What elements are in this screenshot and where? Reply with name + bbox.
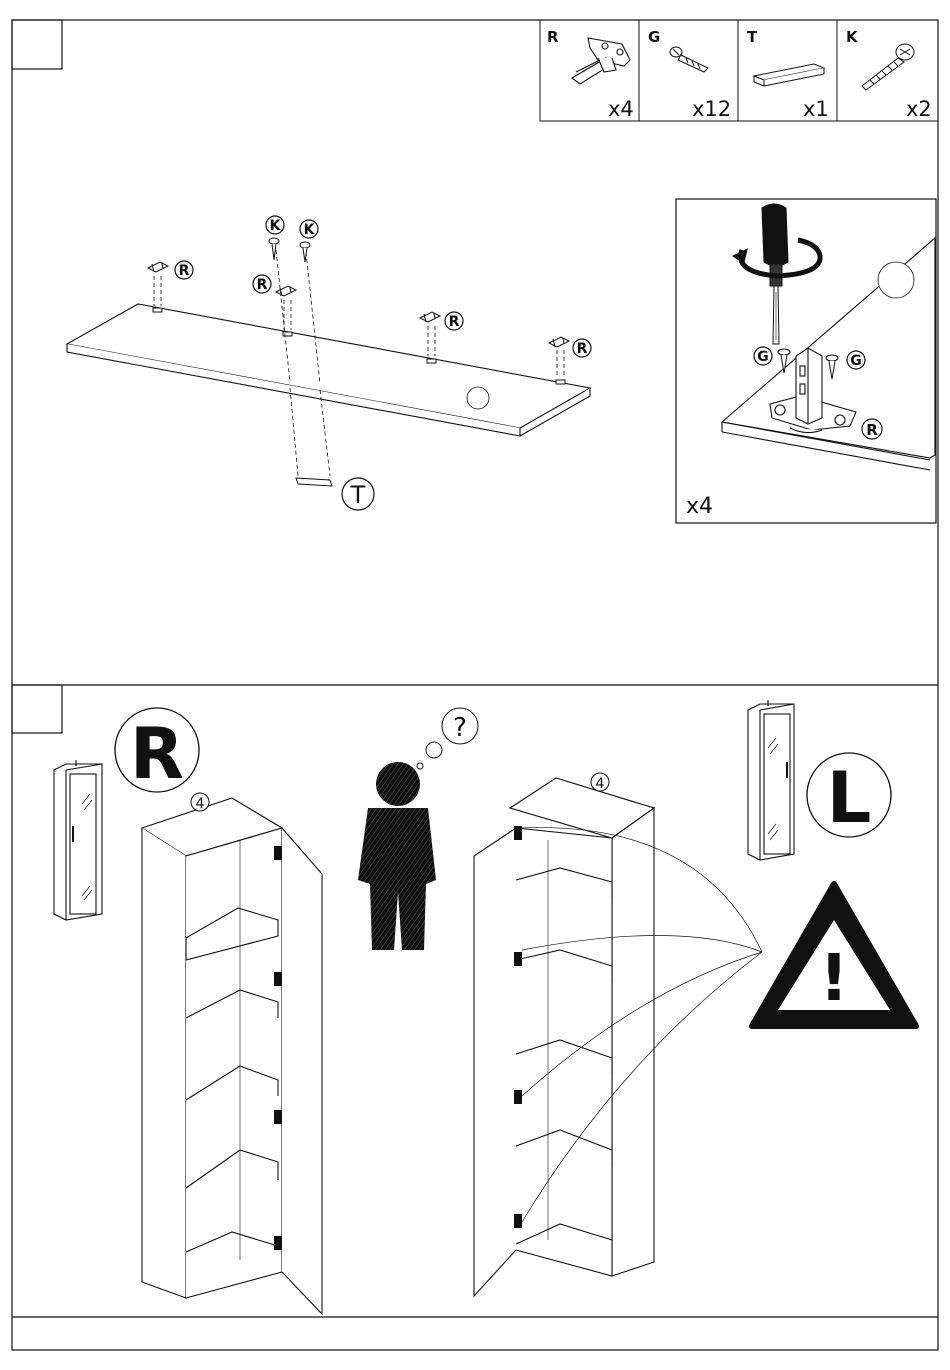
connector-strip-part-icon [754, 64, 824, 86]
step2-diagram: R 4 ? [54, 700, 916, 1314]
thought-question-mark: ? [453, 713, 467, 743]
detail-label-g-2: G [850, 353, 862, 369]
part-qty-r: x4 [608, 97, 634, 121]
part-letter-r: R [547, 28, 559, 46]
part-qty-k: x2 [906, 97, 932, 121]
short-screw-part-icon [670, 47, 708, 72]
part-qty-t: x1 [803, 97, 829, 121]
step1-diagram: R K K R R R T [67, 216, 591, 510]
long-screws-k [269, 238, 310, 262]
hinge-plate-part-icon [572, 38, 630, 84]
right-hinge-label: R [130, 713, 184, 795]
part-letter-k: K [846, 28, 859, 46]
panel-marking-circle [467, 387, 489, 409]
top-panel-board [67, 304, 590, 436]
part-qty-g: x12 [692, 97, 731, 121]
label-t: T [350, 481, 366, 509]
long-screw-part-icon [862, 44, 914, 90]
left-hinge-label: L [827, 757, 872, 839]
label-r-4: R [577, 341, 588, 357]
cabinet-left-hinged [474, 778, 654, 1296]
cabinet-right-hinged [142, 798, 322, 1314]
thought-bubbles [417, 708, 478, 769]
small-cabinet-left-icon [748, 700, 794, 860]
panel-number-left: 4 [196, 796, 205, 812]
connector-strip-t [296, 478, 332, 486]
small-cabinet-right-icon [54, 760, 102, 920]
part-letter-g: G [648, 28, 660, 46]
label-r-3: R [449, 314, 460, 330]
step1-detail-box: G G R x4 [676, 199, 936, 523]
panel-number-right: 4 [596, 776, 605, 792]
detail-label-r: R [866, 421, 878, 439]
label-r-1: R [179, 263, 190, 279]
part-letter-t: T [747, 28, 758, 46]
parts-table: R x4 G x12 T x1 K [540, 20, 938, 121]
person-icon [358, 762, 436, 950]
label-k-2: K [304, 222, 316, 238]
label-k-1: K [270, 218, 282, 234]
detail-marking-circle [878, 262, 914, 298]
detail-multiplier: x4 [686, 494, 713, 519]
label-r-2: R [257, 277, 268, 293]
detail-label-g-1: G [757, 349, 769, 365]
warning-exclamation: ! [819, 942, 848, 1016]
